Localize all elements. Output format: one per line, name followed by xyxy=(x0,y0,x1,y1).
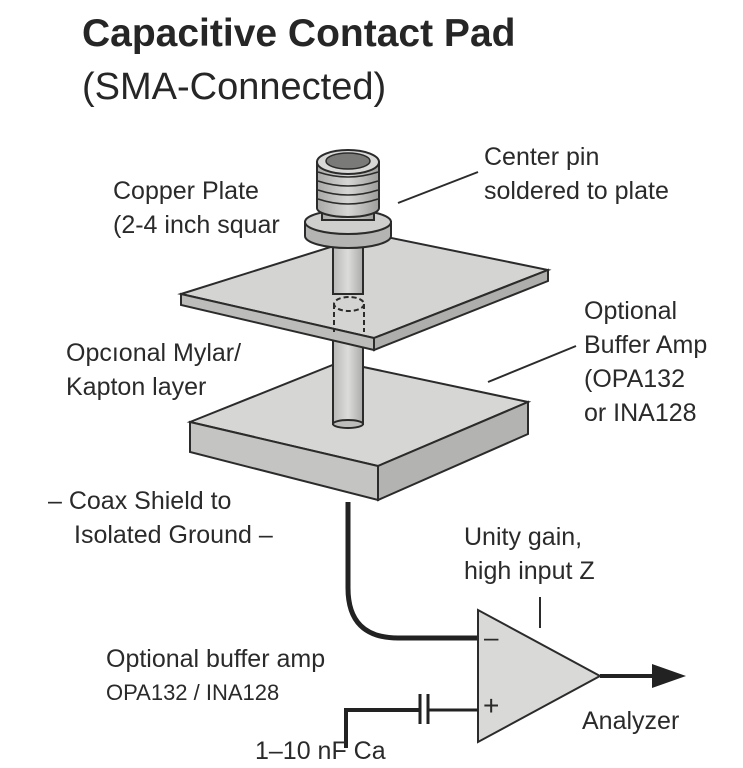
arrow-right-icon xyxy=(600,664,686,688)
label-buffer-amp-bottom: Optional buffer amp OPA132 / INA128 xyxy=(106,645,326,705)
label-analyzer: Analyzer xyxy=(582,707,680,735)
leader-buffer-amp xyxy=(487,345,577,383)
label-mylar-layer: Opcıonal Mylar/ Kapton layer xyxy=(66,339,242,401)
leader-center-pin xyxy=(397,171,479,204)
label-copper-plate: Copper Plate (2-4 inch squar xyxy=(113,177,280,239)
center-pin-through-plate xyxy=(333,296,365,332)
opamp-plus-sign: + xyxy=(483,690,500,721)
opamp-minus-sign: – xyxy=(484,622,499,652)
label-unity-gain: Unity gain, high input Z xyxy=(464,523,595,585)
sma-connector-icon xyxy=(304,149,392,249)
label-coax-shield: – Coax Shield to Isolated Ground – xyxy=(48,487,273,549)
diagram-subtitle: (SMA-Connected) xyxy=(82,66,387,108)
label-center-pin: Center pin soldered to plate xyxy=(484,143,669,205)
label-capacitor: 1–10 nF Ca xyxy=(255,737,386,765)
coax-cable xyxy=(345,502,478,641)
copper-plate xyxy=(177,232,552,352)
op-amp-triangle-icon xyxy=(477,608,603,744)
center-pin-lower xyxy=(332,335,364,429)
capacitor-symbol-icon xyxy=(344,694,478,748)
center-pin-upper xyxy=(332,243,364,295)
label-buffer-amp-top: Optional Buffer Amp (OPA132 or INA128 xyxy=(584,297,708,427)
diagram-title: Capacitive Contact Pad xyxy=(82,12,516,55)
